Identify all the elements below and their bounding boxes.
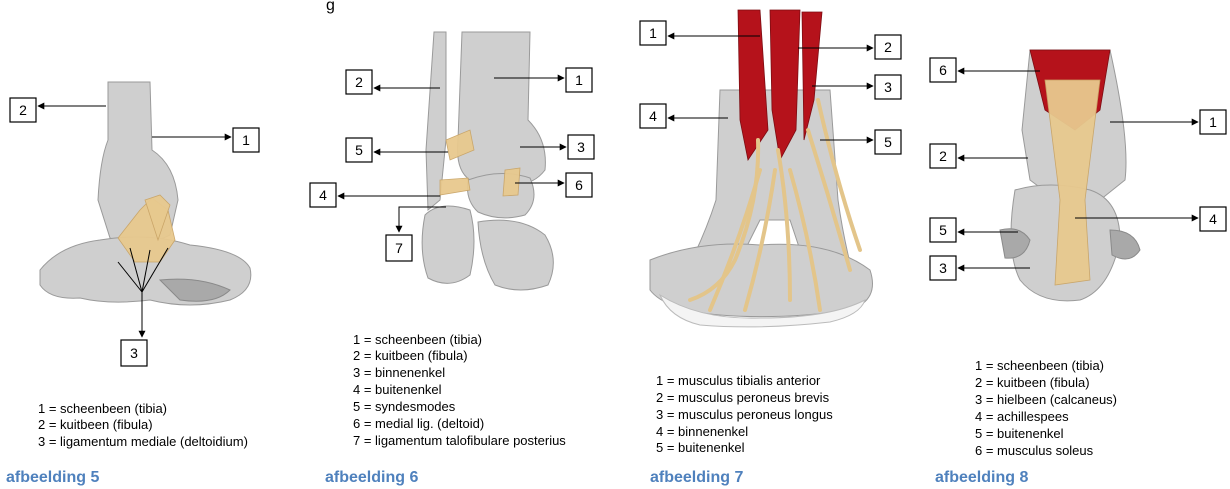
svg-text:5: 5 bbox=[355, 142, 363, 158]
svg-text:3: 3 bbox=[939, 260, 947, 276]
figure-7-label-3: 3 bbox=[875, 75, 901, 99]
svg-text:7: 7 bbox=[395, 240, 403, 256]
figure-6: 2 1 5 3 4 6 bbox=[310, 32, 594, 486]
svg-text:2: 2 bbox=[884, 39, 892, 55]
svg-text:7 = ligamentum talofibulare po: 7 = ligamentum talofibulare posterius bbox=[353, 433, 566, 448]
figure-7-label-4: 4 bbox=[640, 104, 666, 128]
figure-7-label-5: 5 bbox=[875, 130, 901, 154]
figure-8: 6 1 2 5 4 3 bbox=[930, 50, 1226, 486]
svg-text:2: 2 bbox=[19, 102, 27, 118]
svg-text:1: 1 bbox=[242, 132, 250, 148]
svg-text:6 = medial lig. (deltoid): 6 = medial lig. (deltoid) bbox=[353, 416, 484, 431]
svg-text:5: 5 bbox=[884, 134, 892, 150]
svg-text:3 = hielbeen (calcaneus): 3 = hielbeen (calcaneus) bbox=[975, 392, 1117, 407]
header-fragment: g bbox=[326, 0, 335, 14]
figure-6-legend: 1 = scheenbeen (tibia) 2 = kuitbeen (fib… bbox=[353, 332, 566, 448]
figure-6-label-7: 7 bbox=[386, 235, 412, 261]
figure-8-caption: afbeelding 8 bbox=[935, 469, 1028, 486]
svg-text:1 = scheenbeen (tibia): 1 = scheenbeen (tibia) bbox=[975, 358, 1104, 373]
figure-6-label-3: 3 bbox=[568, 135, 594, 159]
figure-5-illustration bbox=[40, 82, 251, 305]
svg-text:3: 3 bbox=[130, 345, 138, 361]
svg-text:2: 2 bbox=[355, 74, 363, 90]
svg-text:4 = binnenenkel: 4 = binnenenkel bbox=[656, 424, 748, 439]
figure-6-label-1: 1 bbox=[566, 68, 592, 92]
figure-8-label-1: 1 bbox=[1200, 110, 1226, 134]
figure-6-illustration bbox=[422, 32, 553, 290]
figure-7: 1 2 3 4 5 1 = musculus tibialis anterior bbox=[640, 10, 901, 486]
svg-text:1: 1 bbox=[1209, 114, 1217, 130]
figure-6-label-4: 4 bbox=[310, 183, 336, 207]
figure-8-label-5: 5 bbox=[930, 218, 956, 242]
figure-6-label-5: 5 bbox=[346, 138, 372, 162]
svg-text:1: 1 bbox=[649, 25, 657, 41]
svg-text:5: 5 bbox=[939, 222, 947, 238]
figure-5: 2 1 3 1 = scheenbeen (tibia) 2 = kuitbee… bbox=[6, 82, 259, 486]
svg-text:2: 2 bbox=[939, 148, 947, 164]
svg-text:2 = kuitbeen (fibula): 2 = kuitbeen (fibula) bbox=[353, 348, 468, 363]
svg-text:2 = kuitbeen (fibula): 2 = kuitbeen (fibula) bbox=[38, 417, 153, 432]
svg-text:5 = buitenenkel: 5 = buitenenkel bbox=[656, 440, 745, 455]
figure-6-label-6: 6 bbox=[566, 173, 592, 197]
svg-text:1 = scheenbeen (tibia): 1 = scheenbeen (tibia) bbox=[38, 401, 167, 416]
figure-5-legend: 1 = scheenbeen (tibia) 2 = kuitbeen (fib… bbox=[38, 401, 248, 449]
figure-8-label-4: 4 bbox=[1200, 207, 1226, 231]
svg-text:1: 1 bbox=[575, 72, 583, 88]
figure-5-label-1: 1 bbox=[233, 128, 259, 152]
svg-text:6: 6 bbox=[575, 177, 583, 193]
figure-7-legend: 1 = musculus tibialis anterior 2 = muscu… bbox=[656, 373, 833, 455]
svg-text:1 = musculus tibialis anterior: 1 = musculus tibialis anterior bbox=[656, 373, 821, 388]
figure-8-label-3: 3 bbox=[930, 256, 956, 280]
svg-text:3: 3 bbox=[577, 139, 585, 155]
svg-text:1 = scheenbeen (tibia): 1 = scheenbeen (tibia) bbox=[353, 332, 482, 347]
svg-text:4: 4 bbox=[1209, 211, 1217, 227]
svg-text:2 = musculus peroneus brevis: 2 = musculus peroneus brevis bbox=[656, 390, 830, 405]
figure-6-label-2: 2 bbox=[346, 70, 372, 94]
svg-text:3 = ligamentum mediale (deltoi: 3 = ligamentum mediale (deltoidium) bbox=[38, 434, 248, 449]
svg-text:4 = achillespees: 4 = achillespees bbox=[975, 409, 1069, 424]
figure-7-label-1: 1 bbox=[640, 21, 666, 45]
svg-text:4: 4 bbox=[319, 187, 327, 203]
svg-text:4: 4 bbox=[649, 108, 657, 124]
figure-8-illustration bbox=[1000, 50, 1140, 301]
svg-text:6 = musculus soleus: 6 = musculus soleus bbox=[975, 443, 1094, 458]
svg-text:3 = musculus peroneus longus: 3 = musculus peroneus longus bbox=[656, 407, 833, 422]
svg-text:5 = syndesmodes: 5 = syndesmodes bbox=[353, 399, 456, 414]
svg-text:5 = buitenenkel: 5 = buitenenkel bbox=[975, 426, 1064, 441]
svg-text:4 = buitenenkel: 4 = buitenenkel bbox=[353, 382, 442, 397]
figure-5-label-2: 2 bbox=[10, 98, 36, 122]
figure-6-caption: afbeelding 6 bbox=[325, 469, 418, 486]
figure-8-label-2: 2 bbox=[930, 144, 956, 168]
svg-text:3 = binnenenkel: 3 = binnenenkel bbox=[353, 365, 445, 380]
figure-7-label-2: 2 bbox=[875, 35, 901, 59]
svg-text:6: 6 bbox=[939, 62, 947, 78]
figure-5-label-3: 3 bbox=[121, 340, 147, 366]
svg-text:3: 3 bbox=[884, 79, 892, 95]
figure-7-caption: afbeelding 7 bbox=[650, 469, 743, 486]
figure-8-label-6: 6 bbox=[930, 58, 956, 82]
figure-5-caption: afbeelding 5 bbox=[6, 469, 99, 486]
figure-8-legend: 1 = scheenbeen (tibia) 2 = kuitbeen (fib… bbox=[975, 358, 1117, 458]
svg-text:2 = kuitbeen (fibula): 2 = kuitbeen (fibula) bbox=[975, 375, 1090, 390]
figure-7-illustration bbox=[650, 10, 873, 327]
